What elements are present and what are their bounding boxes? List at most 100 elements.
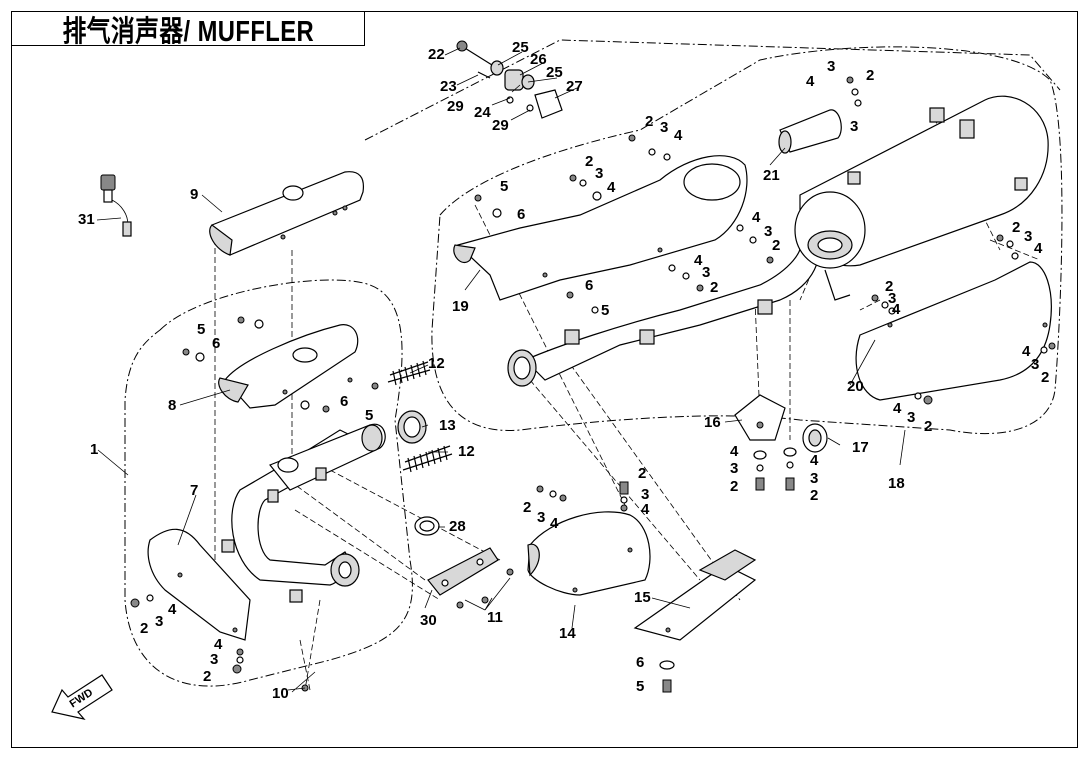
callout-2b: 2 xyxy=(203,668,211,685)
heat-shield-20 xyxy=(855,261,1052,401)
callout-10: 10 xyxy=(272,685,289,702)
outlet-tip-21 xyxy=(778,109,842,154)
callout-5e: 5 xyxy=(601,302,609,319)
callout-3h: 3 xyxy=(660,119,668,136)
callout-6c: 6 xyxy=(636,654,644,671)
page-title: 排气消声器/ MUFFLER xyxy=(62,15,314,48)
callout-2e: 2 xyxy=(730,478,738,495)
callout-3a: 3 xyxy=(155,613,163,630)
diagram-frame xyxy=(11,11,1078,748)
callout-3g: 3 xyxy=(595,165,603,182)
grommet-17 xyxy=(802,423,828,453)
callout-4b: 4 xyxy=(214,636,223,653)
springs-12 xyxy=(387,360,453,473)
callout-5d: 5 xyxy=(500,178,508,195)
callout-2g: 2 xyxy=(585,153,593,170)
header-shield-7 xyxy=(147,528,251,641)
header-pipe-1 xyxy=(221,423,386,603)
callout-3k: 3 xyxy=(827,58,835,75)
callout-7: 7 xyxy=(190,482,198,499)
callout-2h: 2 xyxy=(645,113,653,130)
hanger-assembly-22-27 xyxy=(456,40,563,119)
callout-4d: 4 xyxy=(641,501,650,518)
callout-24: 24 xyxy=(474,104,491,121)
callout-4i: 4 xyxy=(694,252,703,269)
callout-22: 22 xyxy=(428,46,445,63)
callout-2n: 2 xyxy=(1041,369,1049,386)
callout-3l: 3 xyxy=(850,118,858,135)
callout-3b: 3 xyxy=(210,651,218,668)
callout-19: 19 xyxy=(452,298,469,315)
heat-shield-9 xyxy=(209,171,365,256)
callout-2d: 2 xyxy=(638,465,646,482)
callout-29b: 29 xyxy=(492,117,509,134)
callout-1: 1 xyxy=(90,441,98,458)
callout-4n: 4 xyxy=(1022,343,1031,360)
callout-12b: 12 xyxy=(458,443,475,460)
callout-5a: 5 xyxy=(197,321,205,338)
callout-4j: 4 xyxy=(752,209,761,226)
callout-2m: 2 xyxy=(885,278,893,295)
callout-3p: 3 xyxy=(907,409,915,426)
forward-direction-arrow: FWD xyxy=(51,674,113,720)
callout-15: 15 xyxy=(634,589,651,606)
callout-4k: 4 xyxy=(806,73,815,90)
callout-31: 31 xyxy=(78,211,95,228)
callout-3n: 3 xyxy=(888,290,896,307)
leader-lines xyxy=(96,47,906,693)
callout-4m: 4 xyxy=(892,301,901,318)
callout-21: 21 xyxy=(763,167,780,184)
callout-2o: 2 xyxy=(924,418,932,435)
callout-2l: 2 xyxy=(1012,219,1020,236)
group-outline-main xyxy=(431,46,1063,435)
callout-17: 17 xyxy=(852,439,869,456)
callout-3e: 3 xyxy=(730,460,738,477)
bracket-30 xyxy=(427,547,514,609)
callout-6e: 6 xyxy=(585,277,593,294)
heat-shield-19 xyxy=(453,155,748,301)
callout-6a: 6 xyxy=(212,335,220,352)
callout-numbers: 1 9 31 8 5 6 6 5 7 2 3 4 4 3 2 10 12 13 … xyxy=(78,39,1049,702)
callout-5c: 5 xyxy=(636,678,644,695)
callout-2i: 2 xyxy=(710,279,718,296)
bracket-15 xyxy=(633,549,757,641)
callout-2k: 2 xyxy=(866,67,874,84)
callout-26: 26 xyxy=(530,51,547,68)
bracket-16 xyxy=(734,394,786,441)
callout-3j: 3 xyxy=(764,223,772,240)
callout-6b: 6 xyxy=(340,393,348,410)
title-box: 排气消声器/ MUFFLER xyxy=(11,11,365,48)
heat-shield-14 xyxy=(527,511,651,596)
callout-25b: 25 xyxy=(546,64,563,81)
callout-4e: 4 xyxy=(730,443,739,460)
callout-11: 11 xyxy=(487,609,503,626)
callout-29a: 29 xyxy=(447,98,464,115)
callout-2c: 2 xyxy=(523,499,531,516)
callout-4o: 4 xyxy=(893,400,902,417)
fasteners xyxy=(130,76,1056,693)
gasket-13 xyxy=(397,410,427,444)
callout-3c: 3 xyxy=(537,509,545,526)
callout-4h: 4 xyxy=(674,127,683,144)
callout-28: 28 xyxy=(449,518,466,535)
callout-4c: 4 xyxy=(550,515,559,532)
callout-2f: 2 xyxy=(810,487,818,504)
heat-shield-8 xyxy=(218,324,359,409)
group-outline-upper xyxy=(364,39,1061,141)
callout-25a: 25 xyxy=(512,39,529,56)
callout-3d: 3 xyxy=(641,486,649,503)
callout-5b: 5 xyxy=(365,407,373,424)
callout-20: 20 xyxy=(847,378,864,395)
projection-lines xyxy=(214,109,1041,691)
callout-3i: 3 xyxy=(702,264,710,281)
callout-3o: 3 xyxy=(1031,356,1039,373)
callout-3m: 3 xyxy=(1024,228,1032,245)
mid-pipe xyxy=(507,237,820,387)
oxygen-sensor-31 xyxy=(100,174,132,237)
callout-2a: 2 xyxy=(140,620,148,637)
callout-16: 16 xyxy=(704,414,721,431)
callout-2j: 2 xyxy=(772,237,780,254)
callout-13: 13 xyxy=(439,417,456,434)
callout-6d: 6 xyxy=(517,206,525,223)
